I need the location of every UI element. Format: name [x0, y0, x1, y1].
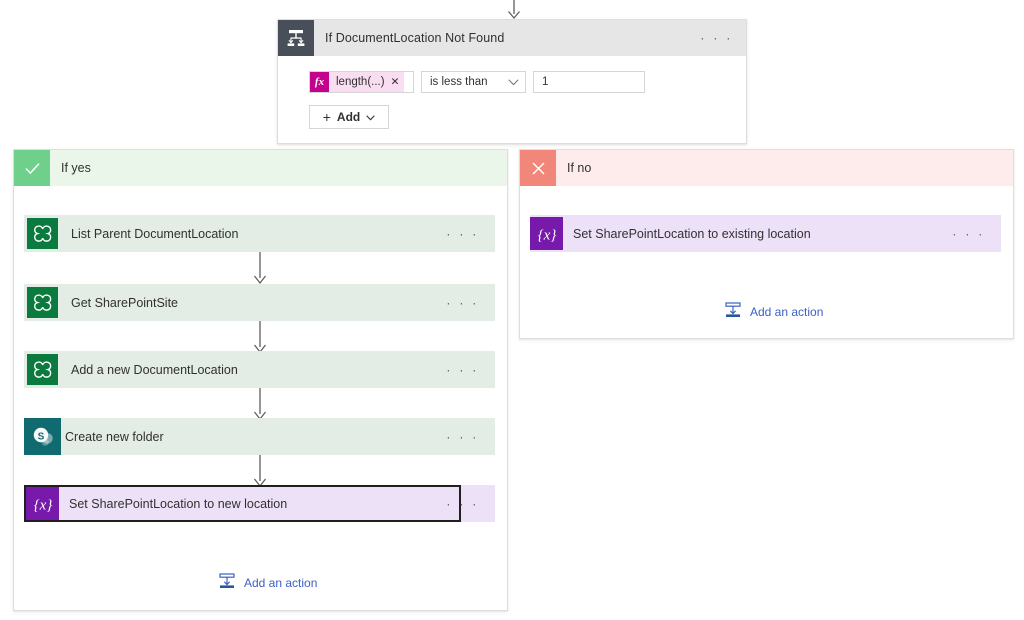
connector-arrow	[252, 455, 268, 488]
action-list-parent-documentlocation[interactable]: List Parent DocumentLocation · · ·	[24, 215, 495, 252]
remove-token-icon[interactable]: ✕	[390, 76, 400, 88]
condition-card-title: If DocumentLocation Not Found	[325, 31, 505, 45]
connector-arrow	[252, 388, 268, 421]
action-label: Get SharePointSite	[71, 295, 179, 310]
action-set-sharepointlocation-to-existing-location[interactable]: {x} Set SharePointLocation to existing l…	[530, 215, 1001, 252]
condition-value-input[interactable]: 1	[533, 71, 645, 93]
branch-if-yes-header: If yes	[14, 150, 507, 186]
connector-arrow	[252, 252, 268, 285]
action-set-sharepointlocation-to-new-location[interactable]: {x} Set SharePointLocation to new locati…	[24, 485, 495, 522]
action-label: Add a new DocumentLocation	[71, 362, 238, 377]
chevron-down-icon	[366, 110, 375, 124]
condition-operator-value: is less than	[430, 76, 488, 88]
svg-text:S: S	[37, 431, 44, 442]
svg-text:{x}: {x}	[33, 497, 52, 513]
add-an-action-label: Add an action	[244, 575, 318, 590]
insert-action-icon	[724, 301, 742, 322]
condition-card-overflow-menu[interactable]: · · ·	[700, 30, 733, 46]
branch-if-no-title: If no	[567, 161, 592, 175]
fx-icon-label: fx	[314, 76, 325, 88]
checkmark-icon	[14, 150, 50, 186]
control-condition-icon	[278, 20, 314, 56]
plus-icon: +	[322, 109, 331, 125]
expression-token-label: length(...)	[336, 76, 385, 88]
action-create-new-folder[interactable]: S Create new folder · · ·	[24, 418, 495, 455]
branch-if-no-header: If no	[520, 150, 1013, 186]
condition-operator-dropdown[interactable]: is less than	[421, 71, 526, 93]
action-add-a-new-documentlocation[interactable]: Add a new DocumentLocation · · ·	[24, 351, 495, 388]
dataverse-icon	[27, 354, 58, 385]
variable-icon: {x}	[530, 217, 563, 250]
add-an-action-button-no[interactable]: Add an action	[724, 301, 823, 322]
add-condition-button[interactable]: + Add	[309, 105, 389, 129]
svg-text:{x}: {x}	[537, 227, 556, 243]
selected-action-outline: {x} Set SharePointLocation to new locati…	[24, 485, 461, 522]
action-overflow-menu[interactable]: · · ·	[446, 496, 479, 511]
condition-row: fx length(...) ✕ is less than 1	[309, 71, 746, 93]
chevron-down-icon	[508, 75, 519, 89]
action-label: Set SharePointLocation to new location	[69, 496, 288, 511]
condition-card[interactable]: If DocumentLocation Not Found · · · fx l…	[277, 19, 747, 144]
variable-icon: {x}	[26, 487, 59, 520]
connector-arrow-to-condition	[506, 0, 522, 20]
dataverse-icon	[27, 287, 58, 318]
action-label: Set SharePointLocation to existing locat…	[573, 226, 811, 241]
action-label: Create new folder	[65, 429, 164, 444]
action-overflow-menu[interactable]: · · ·	[446, 362, 479, 377]
dataverse-icon	[27, 218, 58, 249]
action-get-sharepointsite[interactable]: Get SharePointSite · · ·	[24, 284, 495, 321]
action-label: List Parent DocumentLocation	[71, 226, 239, 241]
close-icon	[520, 150, 556, 186]
condition-value-text: 1	[542, 76, 549, 88]
condition-left-operand-field[interactable]: fx length(...) ✕	[309, 71, 414, 93]
action-overflow-menu[interactable]: · · ·	[446, 295, 479, 310]
expression-token[interactable]: fx length(...) ✕	[310, 72, 405, 92]
condition-card-body: fx length(...) ✕ is less than 1	[278, 56, 746, 129]
sharepoint-icon: S	[24, 418, 61, 455]
add-an-action-button-yes[interactable]: Add an action	[218, 572, 317, 593]
condition-card-header[interactable]: If DocumentLocation Not Found · · ·	[278, 20, 746, 56]
fx-icon: fx	[310, 72, 329, 92]
add-an-action-label: Add an action	[750, 304, 824, 319]
branch-if-yes-title: If yes	[61, 161, 91, 175]
action-overflow-menu[interactable]: · · ·	[446, 226, 479, 241]
insert-action-icon	[218, 572, 236, 593]
connector-arrow	[252, 321, 268, 354]
action-overflow-menu[interactable]: · · ·	[952, 226, 985, 241]
add-condition-label: Add	[336, 110, 361, 124]
action-overflow-menu[interactable]: · · ·	[446, 429, 479, 444]
